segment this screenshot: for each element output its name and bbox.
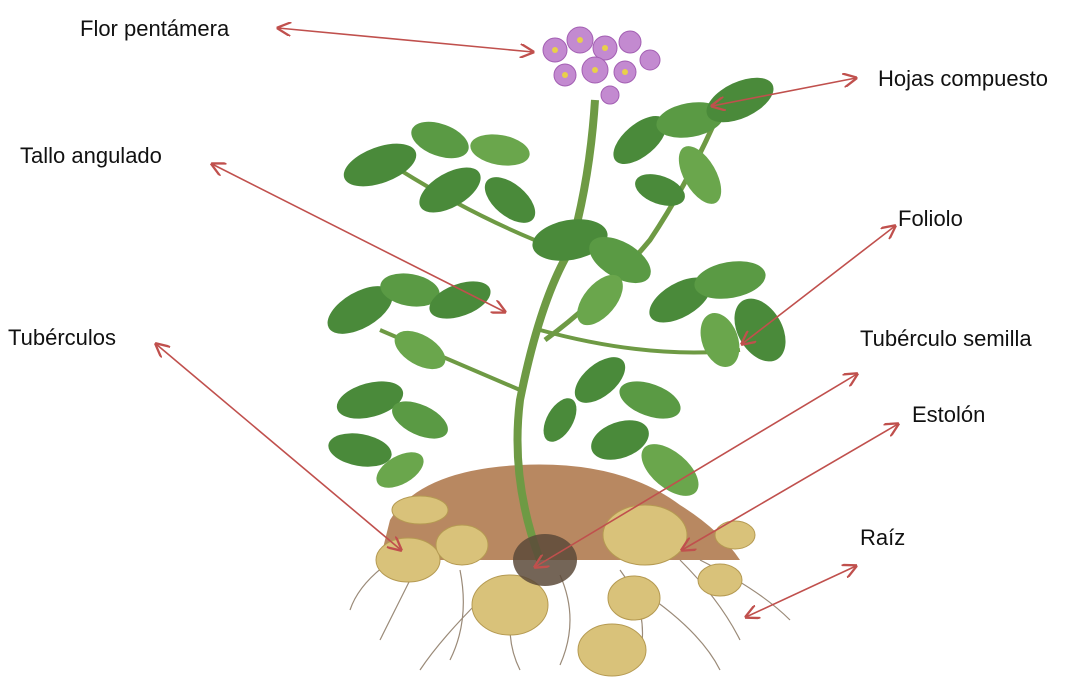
label-tallo-angulado: Tallo angulado xyxy=(20,145,162,167)
seed-tuber xyxy=(513,534,577,586)
flower-cluster xyxy=(543,27,660,104)
label-tuberculos: Tubérculos xyxy=(8,327,116,349)
label-estolon: Estolón xyxy=(912,404,985,426)
label-hojas-compuesto: Hojas compuesto xyxy=(878,68,1048,90)
label-raiz: Raíz xyxy=(860,527,905,549)
label-tuberculo-semilla: Tubérculo semilla xyxy=(860,328,1032,350)
label-flor-pentamera: Flor pentámera xyxy=(80,18,229,40)
leaves xyxy=(320,68,796,505)
label-foliolo: Foliolo xyxy=(898,208,963,230)
